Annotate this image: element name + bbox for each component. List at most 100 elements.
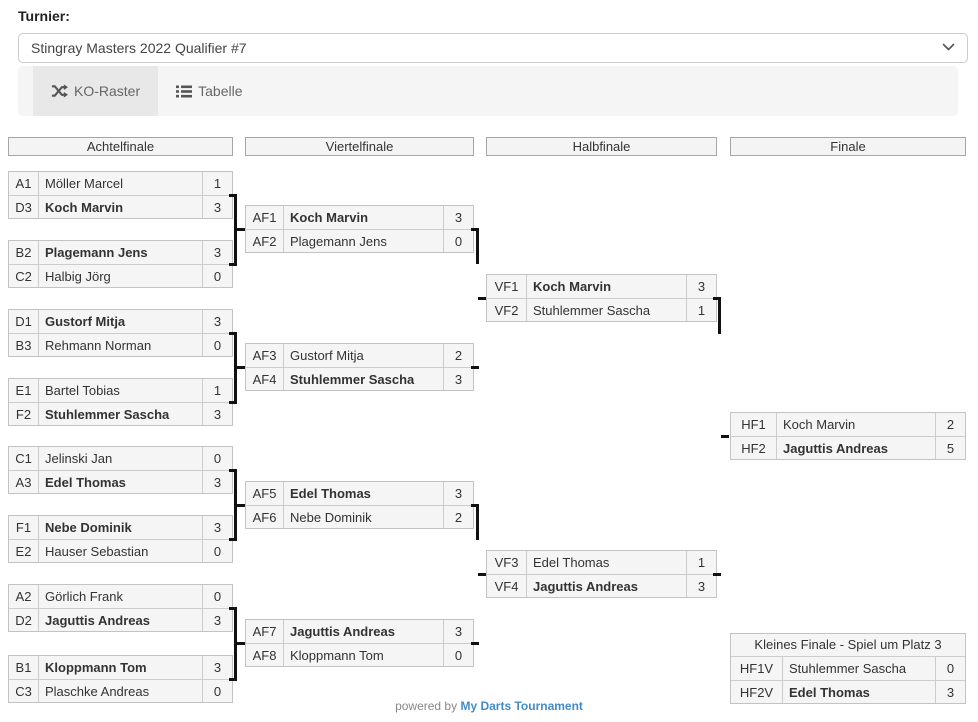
round-header-halbfinale: Halbfinale <box>486 137 717 156</box>
player-name: Jaguttis Andreas <box>45 613 150 628</box>
player-score: 3 <box>686 275 716 298</box>
player-score: 3 <box>202 609 232 631</box>
tab-ko-raster-label: KO-Raster <box>74 83 141 99</box>
player-code: C3 <box>9 680 39 702</box>
player-name: Edel Thomas <box>290 486 371 501</box>
player-code: AF7 <box>246 620 284 643</box>
player-code: AF6 <box>246 506 284 528</box>
player-name: Edel Thomas <box>533 555 610 570</box>
player-code: AF5 <box>246 482 284 505</box>
player-code: HF1V <box>731 657 783 680</box>
player-code: A3 <box>9 471 39 493</box>
bracket-connector-line <box>237 228 245 231</box>
bracket-connector-line <box>229 469 237 472</box>
player-name: Jaguttis Andreas <box>783 441 888 456</box>
player-score: 3 <box>202 516 232 539</box>
player-code: B1 <box>9 656 39 679</box>
player-code: C1 <box>9 447 39 470</box>
list-icon <box>176 85 193 98</box>
player-name: Rehmann Norman <box>45 338 152 353</box>
tab-ko-raster[interactable]: KO-Raster <box>33 66 159 116</box>
player-name: Plagemann Jens <box>290 234 387 249</box>
player-name: Plaschke Andreas <box>45 684 150 699</box>
player-score: 3 <box>202 310 232 333</box>
player-score: 1 <box>686 551 716 574</box>
bracket-connector-line <box>234 469 237 541</box>
tournament-label: Turnier: <box>18 8 70 24</box>
player-score: 0 <box>202 265 232 287</box>
player-code: HF2V <box>731 681 783 703</box>
tab-bar: KO-Raster Tabelle <box>18 66 958 116</box>
player-code: F2 <box>9 403 39 425</box>
powered-by-text: powered by <box>395 699 458 713</box>
bracket-connector-line <box>229 538 237 541</box>
player-score: 2 <box>443 506 473 528</box>
player-code: A1 <box>9 172 39 195</box>
tournament-select-value: Stingray Masters 2022 Qualifier #7 <box>31 40 247 56</box>
round-header-achtelfinale: Achtelfinale <box>8 137 233 156</box>
player-score: 0 <box>202 680 232 702</box>
bracket-connector-line <box>471 504 479 507</box>
player-score: 0 <box>935 657 965 680</box>
player-name: Kloppmann Tom <box>290 648 384 663</box>
player-name: Gustorf Mitja <box>45 314 126 329</box>
player-name: Stuhlemmer Sascha <box>290 372 415 387</box>
player-score: 0 <box>443 230 473 252</box>
tab-tabelle-label: Tabelle <box>198 83 243 99</box>
bracket-connector-line <box>471 366 479 369</box>
bracket-connector-line <box>234 332 237 404</box>
player-code: E1 <box>9 379 39 402</box>
bracket-connector-line <box>229 194 237 197</box>
player-code: VF1 <box>487 275 527 298</box>
bracket-connector-line <box>721 435 729 438</box>
player-name: Hauser Sebastian <box>45 544 149 559</box>
round-header-finale: Finale <box>730 137 966 156</box>
tab-tabelle[interactable]: Tabelle <box>158 66 260 116</box>
player-score: 1 <box>202 172 232 195</box>
player-score: 1 <box>686 299 716 321</box>
bracket-connector-line <box>237 642 245 645</box>
bracket-connector-line <box>229 332 237 335</box>
chevron-down-icon <box>942 39 955 57</box>
player-code: AF2 <box>246 230 284 252</box>
player-score: 3 <box>935 681 965 703</box>
player-name: Edel Thomas <box>45 475 126 490</box>
player-score: 3 <box>443 482 473 505</box>
tournament-select[interactable]: Stingray Masters 2022 Qualifier #7 <box>18 33 968 63</box>
player-name: Koch Marvin <box>783 417 856 432</box>
player-score: 0 <box>202 585 232 608</box>
brand-link[interactable]: My Darts Tournament <box>460 699 583 713</box>
player-code: D3 <box>9 196 39 218</box>
player-code: AF1 <box>246 206 284 229</box>
round-header-viertelfinale: Viertelfinale <box>245 137 474 156</box>
third-place-title: Kleines Finale - Spiel um Platz 3 <box>731 634 965 657</box>
bracket-connector-line <box>234 194 237 266</box>
player-code: VF2 <box>487 299 527 321</box>
player-score: 2 <box>443 344 473 367</box>
bracket-connector-line <box>471 642 479 645</box>
player-name: Möller Marcel <box>45 176 124 191</box>
player-name: Halbig Jörg <box>45 269 111 284</box>
player-code: AF4 <box>246 368 284 390</box>
player-code: VF3 <box>487 551 527 574</box>
player-row: AF2 Plagemann Jens 0 <box>246 229 473 252</box>
